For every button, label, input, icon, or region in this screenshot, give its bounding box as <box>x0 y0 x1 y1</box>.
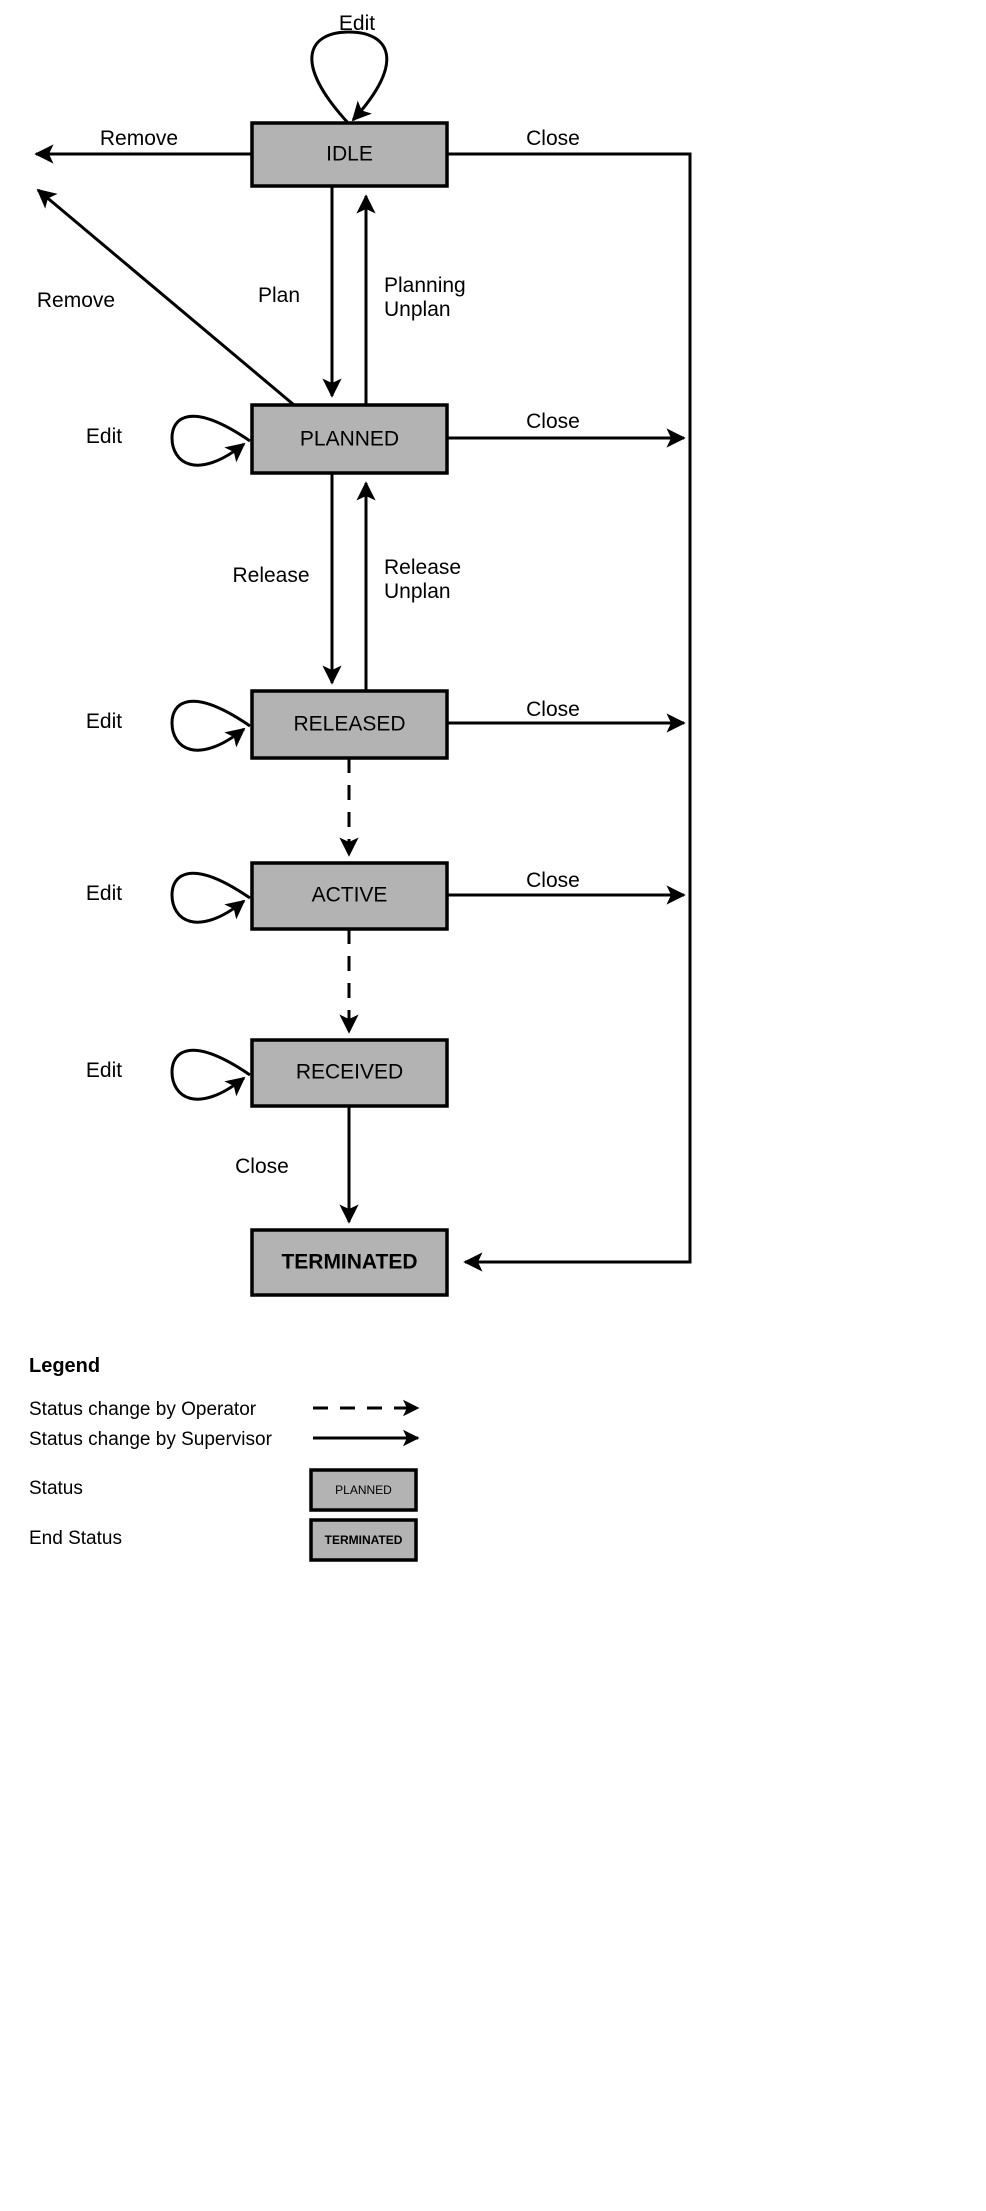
state-label-terminated: TERMINATED <box>281 1251 417 1274</box>
legend-end-status-swatch <box>309 1518 418 1562</box>
legend-label-supervisor: Status change by Supervisor <box>29 1429 273 1450</box>
edge-planned-remove <box>36 188 301 412</box>
edge-label-edit-active: Edit <box>86 882 122 905</box>
edge-label-close-released: Close <box>526 698 580 721</box>
legend-label-end-status: End Status <box>29 1528 122 1549</box>
state-node-released[interactable]: RELEASED <box>250 689 449 760</box>
edge-label-release-unplan-line1: Release <box>384 556 461 579</box>
edge-label-close-received: Close <box>235 1155 289 1178</box>
legend-title: Legend <box>29 1355 100 1377</box>
edge-label-close-idle: Close <box>526 127 580 150</box>
edge-label-planning-unplan-line2: Unplan <box>384 298 451 321</box>
state-node-planned[interactable]: PLANNED <box>250 403 449 475</box>
edge-label-edit-released: Edit <box>86 710 122 733</box>
state-node-received[interactable]: RECEIVED <box>250 1038 449 1108</box>
edge-label-planning-unplan-line1: Planning <box>384 274 466 297</box>
edge-label-release-unplan-line2: Unplan <box>384 580 451 603</box>
edge-label-edit-planned: Edit <box>86 425 122 448</box>
edge-label-edit-idle: Edit <box>339 12 375 35</box>
legend-status-swatch <box>309 1468 418 1512</box>
legend-label-status: Status <box>29 1478 83 1499</box>
edge-label-remove-planned: Remove <box>37 289 115 312</box>
edge-label-edit-received: Edit <box>86 1059 122 1082</box>
edge-label-remove-idle: Remove <box>100 127 178 150</box>
state-label-received: RECEIVED <box>296 1061 403 1084</box>
edge-label-close-active: Close <box>526 869 580 892</box>
legend-item-operator: Status change by Operator <box>29 1399 420 1420</box>
legend-end-status-swatch-label: TERMINATED <box>325 1533 403 1547</box>
state-node-active[interactable]: ACTIVE <box>250 861 449 931</box>
legend-item-supervisor: Status change by Supervisor <box>29 1429 420 1450</box>
legend: Legend Status change by Operator Status … <box>29 1355 420 1562</box>
edge-released-self-edit <box>170 699 251 752</box>
edge-planned-self-edit <box>170 414 251 467</box>
state-node-terminated[interactable]: TERMINATED <box>250 1228 449 1297</box>
legend-status-swatch-label: PLANNED <box>335 1483 392 1497</box>
legend-item-end-status: End Status TERMINATED <box>29 1518 418 1562</box>
state-label-idle: IDLE <box>326 143 373 166</box>
state-label-active: ACTIVE <box>312 884 388 907</box>
edge-active-self-edit <box>170 871 251 924</box>
edge-label-plan: Plan <box>258 284 300 307</box>
edge-label-release: Release <box>232 564 309 587</box>
state-label-released: RELEASED <box>293 713 405 736</box>
state-node-idle[interactable]: IDLE <box>250 121 449 188</box>
edge-idle-close <box>447 152 692 1272</box>
edge-idle-self-edit <box>310 30 389 126</box>
edge-label-close-planned: Close <box>526 410 580 433</box>
legend-item-status: Status PLANNED <box>29 1468 418 1512</box>
legend-label-operator: Status change by Operator <box>29 1399 257 1420</box>
state-label-planned: PLANNED <box>300 428 399 451</box>
edge-received-self-edit <box>170 1048 251 1101</box>
